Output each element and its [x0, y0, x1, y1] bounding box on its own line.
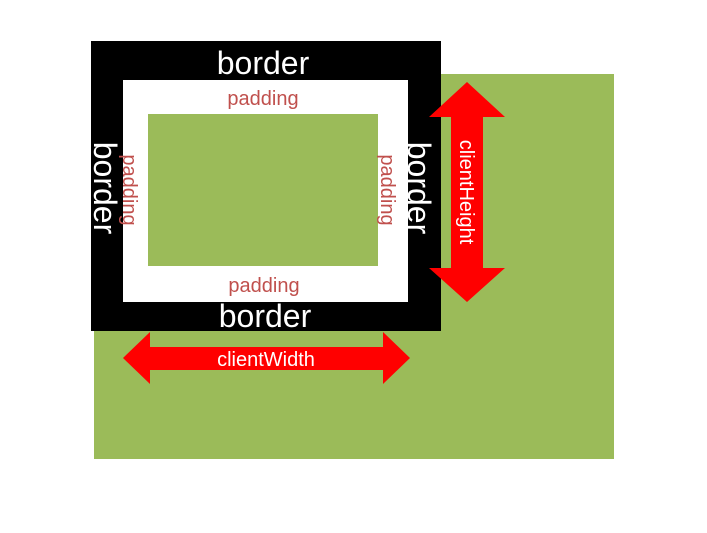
client-width-arrow — [123, 332, 410, 384]
padding-top-label: padding — [227, 88, 298, 110]
content-box — [148, 114, 378, 266]
border-right-label: border — [401, 142, 437, 235]
border-top-label: border — [217, 45, 310, 81]
padding-right-label: padding — [376, 154, 398, 225]
border-bottom-label: border — [219, 298, 312, 334]
border-left-label: border — [87, 142, 123, 235]
client-height-arrow — [429, 82, 505, 302]
padding-bottom-label: padding — [228, 275, 299, 297]
client-height-label: clientHeight — [455, 140, 477, 245]
client-width-label: clientWidth — [217, 349, 315, 371]
padding-left-label: padding — [118, 154, 140, 225]
